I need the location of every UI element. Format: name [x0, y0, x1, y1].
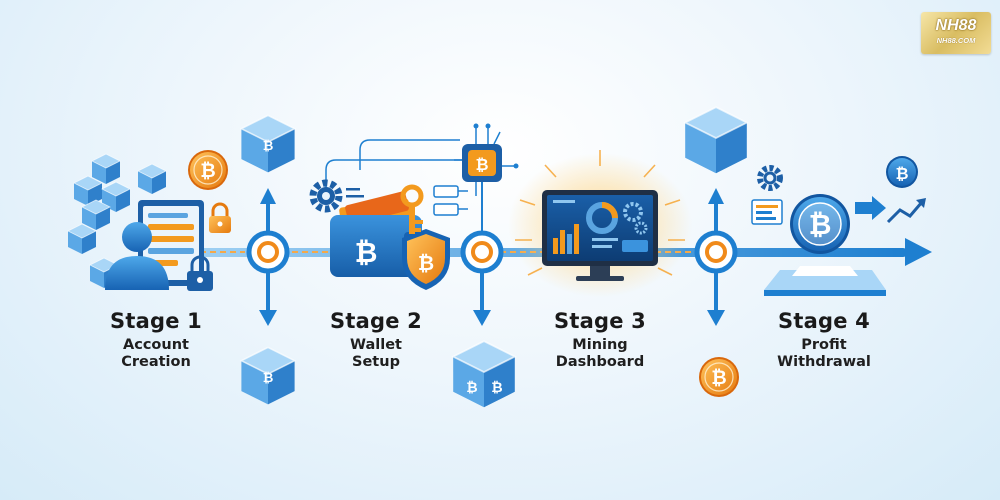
chip-icon: ₿ [454, 123, 519, 196]
padlock-icon [209, 202, 231, 233]
node-3 [697, 233, 735, 271]
gear-icon [309, 179, 343, 213]
svg-text:₿: ₿ [263, 371, 274, 386]
brand-logo[interactable]: NH88 NH88.COM [921, 12, 991, 54]
user-icon [105, 222, 169, 290]
stage-3-subtitle-line1: Mining [572, 337, 628, 353]
key-icon [400, 184, 424, 234]
stage-3-title: Stage 3 [554, 309, 646, 333]
stage-3-subtitle: Mining Dashboard [520, 337, 680, 371]
stage-3-subtitle-line2: Dashboard [555, 354, 645, 370]
svg-text:₿: ₿ [491, 380, 502, 396]
stage-3-illustration [508, 150, 692, 297]
stage-2-subtitle-line1: Wallet [350, 337, 402, 353]
stage-4-subtitle-line2: Withdrawal [777, 354, 871, 370]
growth-arrow-icon [886, 198, 926, 224]
svg-text:₿: ₿ [466, 380, 477, 396]
svg-text:₿: ₿ [809, 208, 832, 241]
stage-2-subtitle: Wallet Setup [296, 337, 456, 371]
stage-1-illustration [67, 149, 231, 291]
brand-logo-url: NH88.COM [936, 36, 976, 45]
svg-text:₿: ₿ [418, 251, 434, 275]
stage-2-subtitle-line2: Setup [352, 354, 400, 370]
stage-4-subtitle: Profit Withdrawal [744, 337, 904, 371]
svg-text:₿: ₿ [475, 155, 488, 174]
brand-logo-name: NH88 [935, 17, 977, 34]
bitcoin-coin-icon [698, 356, 740, 398]
svg-text:₿: ₿ [895, 164, 908, 183]
stage-1-title: Stage 1 [110, 309, 202, 333]
shield-icon: ₿ [402, 229, 450, 290]
bitcoin-coin-icon: ₿ [790, 194, 850, 254]
stage-4-subtitle-line1: Profit [801, 337, 847, 353]
monitor-icon [542, 190, 658, 281]
stage-2-cube: ₿ ₿ [452, 340, 516, 409]
stage-4-illustration: ₿ ₿ [751, 156, 926, 296]
stage-2-title: Stage 2 [330, 309, 422, 333]
stage-1-cubes: ₿ ₿ [240, 114, 296, 406]
svg-text:₿: ₿ [355, 236, 378, 269]
stage-1-subtitle: Account Creation [76, 337, 236, 371]
stage-1-subtitle-line1: Account [123, 337, 189, 353]
bitcoin-coin-icon [187, 149, 229, 191]
stage-2-illustration: ₿ ₿ [309, 123, 519, 290]
svg-text:₿: ₿ [263, 139, 274, 154]
stage-4-title: Stage 4 [778, 309, 870, 333]
node-1 [249, 233, 287, 271]
vertical-connectors [259, 180, 725, 326]
gear-icon [757, 165, 783, 191]
blockchain-cube-icon [137, 163, 167, 195]
node-2 [463, 233, 501, 271]
stage-1-subtitle-line2: Creation [121, 354, 191, 370]
